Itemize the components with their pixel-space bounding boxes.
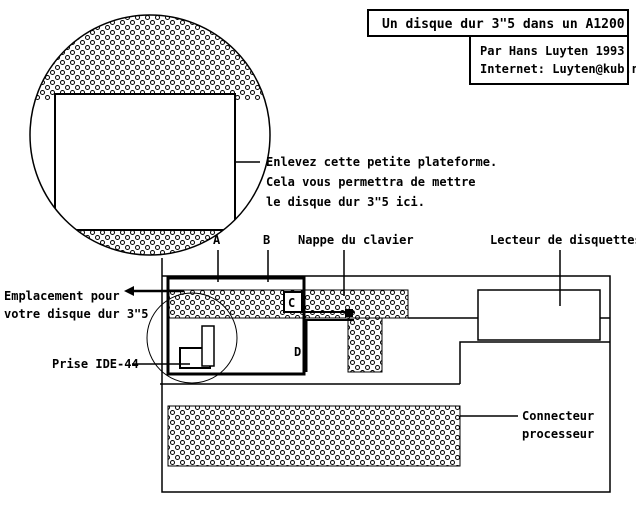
marker-d: D: [294, 345, 301, 359]
author-credit: Par Hans Luyten 1993: [480, 44, 625, 58]
marker-c-box: [283, 291, 303, 313]
motherboard-outline: [161, 258, 611, 493]
marker-b: B: [263, 233, 270, 247]
cpu-connector-label-line-2: processeur: [522, 427, 594, 441]
hard-drive-location-box: [166, 276, 306, 376]
diagram-title: Un disque dur 3"5 dans un A1200: [382, 17, 625, 32]
instruction-line-3: le disque dur 3"5 ici.: [266, 195, 425, 209]
platform-to-remove: [54, 93, 236, 231]
marker-c: C: [288, 296, 295, 310]
title-box: [367, 9, 629, 37]
instruction-line-1: Enlevez cette petite plateforme.: [266, 155, 497, 169]
marker-a: A: [213, 233, 221, 247]
credits-box: [469, 36, 629, 85]
location-label-line-1: Emplacement pour: [4, 289, 120, 303]
arrow-left-icon: [124, 286, 134, 296]
cpu-connector-label-line-1: Connecteur: [522, 409, 594, 423]
instruction-line-2: Cela vous permettra de mettre: [266, 175, 476, 189]
floppy-drive-box: [477, 289, 601, 341]
keyboard-ribbon-block: [347, 317, 383, 373]
location-label-line-2: votre disque dur 3"5: [4, 307, 149, 321]
floppy-drive-label: Lecteur de disquettes: [490, 233, 636, 247]
internet-credit: Internet: Luyten@kub.nl: [480, 62, 636, 76]
ide-label: Prise IDE-44: [52, 357, 139, 371]
cpu-connector-block: [167, 405, 461, 467]
magnifier-circle: [29, 14, 271, 256]
magnified-detail: [29, 14, 271, 256]
ide-detail-circle: [146, 292, 238, 384]
keyboard-ribbon-label: Nappe du clavier: [298, 233, 414, 247]
